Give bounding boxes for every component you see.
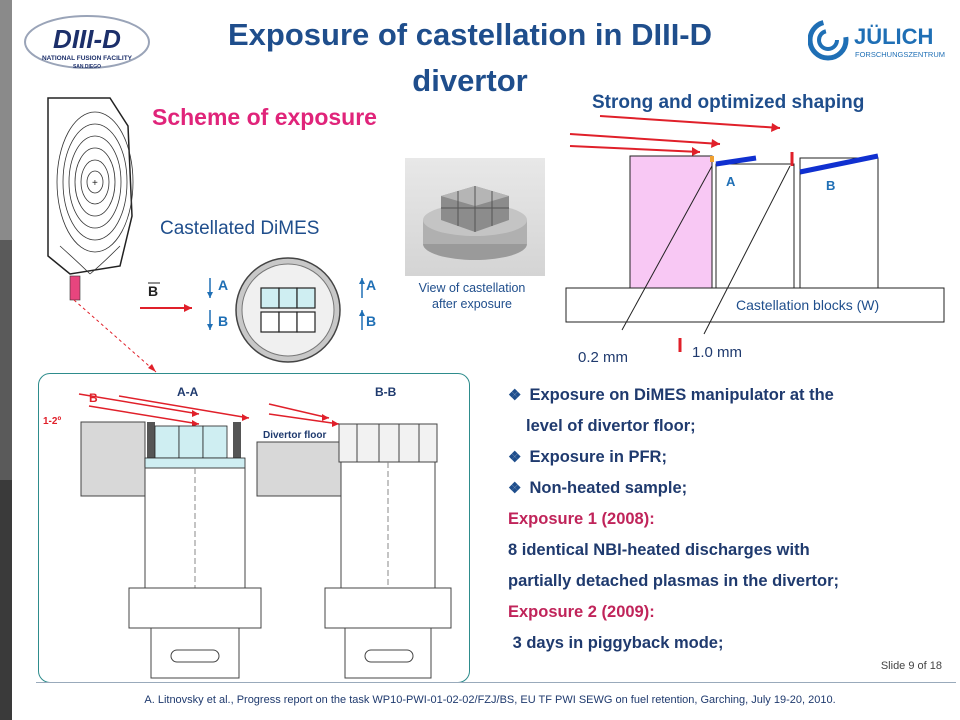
diii-d-logo-sub2: SAN DIEGO: [73, 64, 101, 70]
exposure-notes: ❖Exposure on DiMES manipulator at the le…: [508, 380, 948, 659]
note-line-9: 3 days in piggyback mode;: [508, 634, 724, 652]
cs-b-label: B: [89, 391, 98, 405]
castellated-dimes-label: Castellated DiMES: [160, 218, 320, 239]
dimes-top-schematic: B A B A B: [140, 257, 376, 363]
cs-aa-label: A-A: [177, 385, 199, 399]
sidebar-stripe-mid: [0, 240, 12, 480]
cs-floor-label: Divertor floor: [263, 430, 326, 441]
diii-d-logo-sub: NATIONAL FUSION FACILITY: [42, 55, 133, 62]
svg-text:+: +: [92, 178, 98, 189]
note-line-4: ❖Non-heated sample;: [508, 479, 688, 497]
julich-logo: JÜLICH FORSCHUNGSZENTRUM: [808, 19, 945, 61]
diamond-bullet-icon: ❖: [508, 480, 522, 497]
shaping-heading: Strong and optimized shaping: [592, 92, 865, 113]
note-line-3: ❖Exposure in PFR;: [508, 448, 667, 466]
note-line-5: Exposure 1 (2008):: [508, 510, 655, 528]
b-vector-label: B: [148, 283, 158, 299]
sidebar-stripe-bottom: [0, 480, 12, 720]
dim-large-label: 1.0 mm: [692, 344, 742, 361]
block-a-label: A: [726, 174, 736, 189]
cs-angle-label: 1-2º: [43, 416, 61, 427]
diamond-bullet-icon: ❖: [508, 387, 522, 404]
footer-citation: A. Litnovsky et al., Progress report on …: [144, 694, 836, 706]
b-label-right: B: [366, 313, 376, 329]
castellation-block-schematic: A B Castellation blocks (W) 0.2 mm 1.0 m…: [565, 115, 945, 366]
plasma-equilibrium-diagram: +: [47, 97, 134, 301]
cross-section-panel: B A-A B-B 1-2º Divertor floor: [38, 373, 470, 683]
cs-bb-label: B-B: [375, 385, 397, 399]
a-label-right: A: [366, 277, 376, 293]
dimes-marker: [69, 275, 81, 301]
diii-d-logo: DIII-D NATIONAL FUSION FACILITY SAN DIEG…: [24, 15, 150, 70]
note-line-2: level of divertor floor;: [526, 417, 696, 435]
slide-number: Slide 9 of 18: [880, 660, 942, 672]
castellation-tiles: [260, 287, 316, 333]
scheme-heading: Scheme of exposure: [152, 104, 377, 130]
julich-logo-sub: FORSCHUNGSZENTRUM: [855, 50, 945, 59]
b-label-left: B: [218, 313, 228, 329]
block-b-label: B: [826, 178, 835, 193]
diamond-bullet-icon: ❖: [508, 449, 522, 466]
castellation-photo: [405, 158, 545, 276]
a-label-left: A: [218, 277, 228, 293]
diii-d-logo-text: DIII-D: [53, 24, 121, 54]
dim-small-label: 0.2 mm: [578, 349, 628, 366]
dotted-pointer: [73, 299, 157, 373]
footer-divider: [36, 682, 956, 683]
note-line-6: 8 identical NBI-heated discharges with: [508, 541, 810, 559]
julich-logo-text: JÜLICH: [854, 24, 933, 49]
note-line-8: Exposure 2 (2009):: [508, 603, 655, 621]
note-line-7: partially detached plasmas in the divert…: [508, 572, 840, 590]
slide-title: Exposure of castellation in DIII-D diver…: [227, 17, 713, 98]
note-line-1: ❖Exposure on DiMES manipulator at the: [508, 386, 834, 404]
castellation-blocks-label: Castellation blocks (W): [736, 297, 879, 313]
photo-caption: View of castellation after exposure: [418, 281, 526, 311]
